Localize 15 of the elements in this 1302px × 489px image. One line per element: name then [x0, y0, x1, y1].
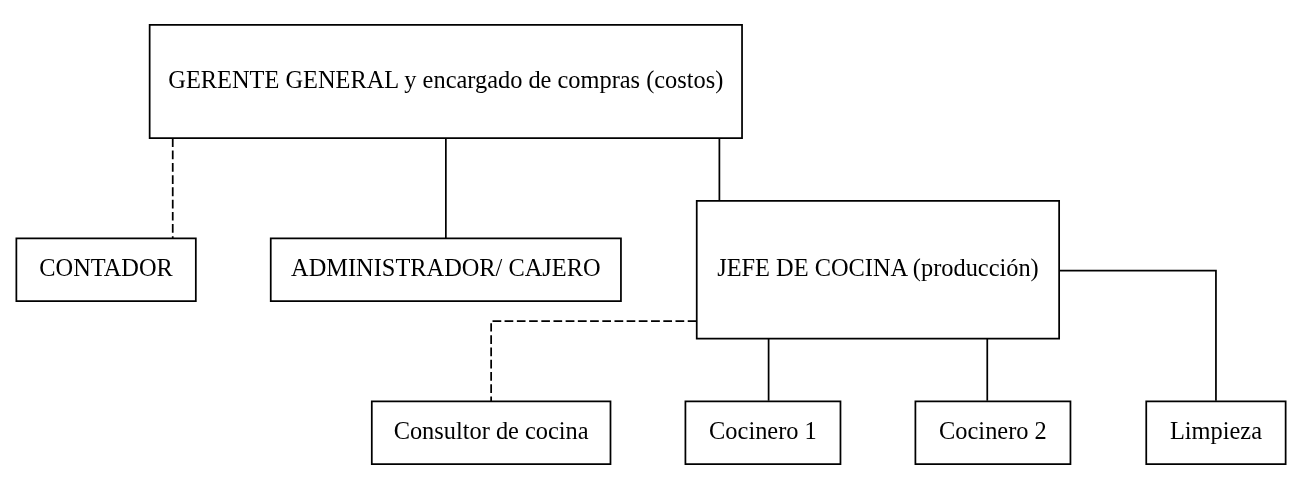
node-box: Cocinero 1 — [684, 400, 842, 465]
connector — [767, 338, 770, 402]
node-box: ADMINISTRADOR/ CAJERO — [269, 237, 622, 302]
node-box: Cocinero 2 — [914, 400, 1072, 465]
node-box: GERENTE GENERAL y encargado de compras (costos) — [148, 24, 743, 140]
node-box: Consultor de cocina — [370, 400, 612, 465]
connector — [490, 320, 698, 402]
connector — [718, 137, 721, 202]
connector — [986, 338, 989, 402]
node-box: Limpieza — [1145, 400, 1287, 465]
connector — [444, 137, 447, 239]
node-box: JEFE DE COCINA (producción) — [695, 200, 1060, 340]
node-box: CONTADOR — [15, 237, 197, 302]
connector — [171, 137, 174, 239]
connector — [1058, 269, 1217, 402]
